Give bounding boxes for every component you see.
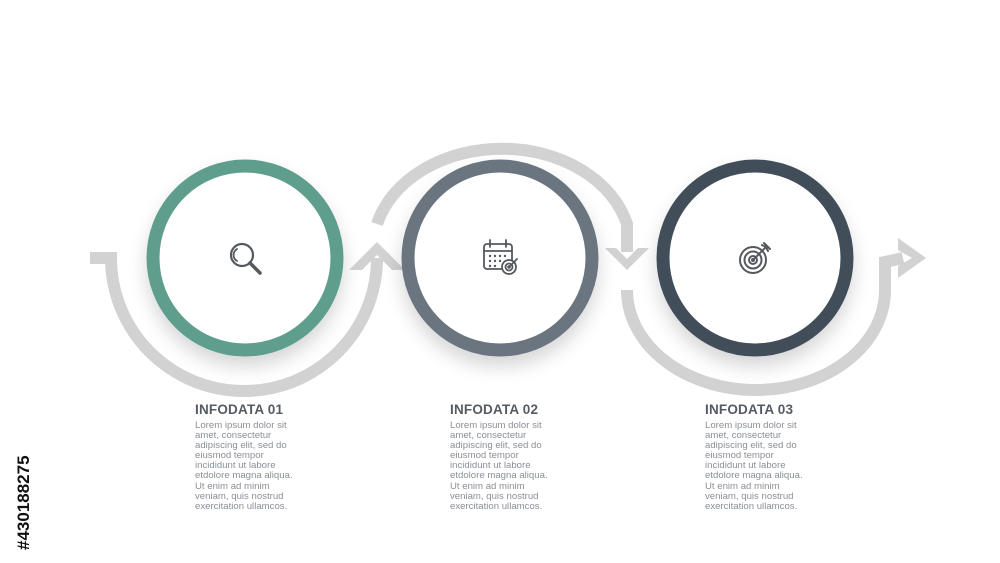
step-2-title: INFODATA 02 (450, 402, 539, 417)
step-3-text: INFODATA 03 Lorem ipsum dolor sit amet, … (705, 402, 875, 512)
step-3-line: eiusmod tempor (705, 450, 774, 462)
step-1-line: Ut enim ad minim (195, 480, 270, 492)
step-1-line: adipiscing elit, sed do (195, 440, 287, 452)
step-1-line: veniam, quis nostrud (195, 490, 284, 502)
step-3-title: INFODATA 03 (705, 402, 794, 417)
step-1-line: exercitation ullamcos. (195, 500, 288, 512)
step-2-line: eiusmod tempor (450, 450, 519, 462)
step-3-line: adipiscing elit, sed do (705, 440, 797, 452)
step-2-line: exercitation ullamcos. (450, 500, 543, 512)
step-2-description: Lorem ipsum dolor sit amet, consectetur … (450, 420, 620, 512)
step-1-line: eiusmod tempor (195, 450, 264, 462)
step-2-line: Lorem ipsum dolor sit (450, 420, 542, 431)
step-3-line: veniam, quis nostrud (705, 490, 794, 502)
step-3-line: Lorem ipsum dolor sit (705, 420, 797, 431)
step-circle-1 (146, 159, 344, 357)
step-3-line: incididunt ut labore (705, 460, 786, 472)
arrowhead-up (349, 242, 405, 270)
magnifier-icon (229, 242, 262, 275)
step-1-line: incididunt ut labore (195, 460, 276, 472)
step-2-line: veniam, quis nostrud (450, 490, 539, 502)
step-1-ring (146, 159, 344, 357)
connector-start-loop (90, 252, 383, 397)
step-circle-2 (401, 159, 599, 357)
connector-top-loop (371, 142, 633, 252)
step-3-line: Ut enim ad minim (705, 480, 780, 492)
step-1-description: Lorem ipsum dolor sit amet, consectetur … (195, 420, 365, 512)
step-2-line: adipiscing elit, sed do (450, 440, 542, 452)
arrowhead-down (605, 248, 649, 270)
target-icon (739, 242, 771, 274)
stock-id-text: #430188275 (14, 455, 33, 550)
step-3-line: exercitation ullamcos. (705, 500, 798, 512)
step-2-line: Ut enim ad minim (450, 480, 525, 492)
step-3-line: etdolore magna aliqua. (705, 470, 803, 482)
step-3-line: amet, consectetur (705, 430, 782, 442)
step-2-line: incididunt ut labore (450, 460, 531, 472)
step-3-description: Lorem ipsum dolor sit amet, consectetur … (705, 420, 875, 512)
step-1-line: amet, consectetur (195, 430, 272, 442)
step-1-text: INFODATA 01 Lorem ipsum dolor sit amet, … (195, 402, 365, 512)
connector-bottom-loop (621, 252, 905, 396)
flow-connectors (90, 142, 905, 397)
step-2-line: amet, consectetur (450, 430, 527, 442)
step-2-text: INFODATA 02 Lorem ipsum dolor sit amet, … (450, 402, 620, 512)
arrowhead-right (898, 238, 926, 278)
step-1-line: Lorem ipsum dolor sit (195, 420, 287, 431)
calendar-target-icon (483, 239, 518, 275)
stock-id-watermark: #430188275 (14, 455, 33, 550)
step-2-line: etdolore magna aliqua. (450, 470, 548, 482)
step-1-title: INFODATA 01 (195, 402, 284, 417)
step-1-line: etdolore magna aliqua. (195, 470, 293, 482)
step-2-ring (401, 159, 599, 357)
flow-arrowheads (349, 238, 926, 278)
